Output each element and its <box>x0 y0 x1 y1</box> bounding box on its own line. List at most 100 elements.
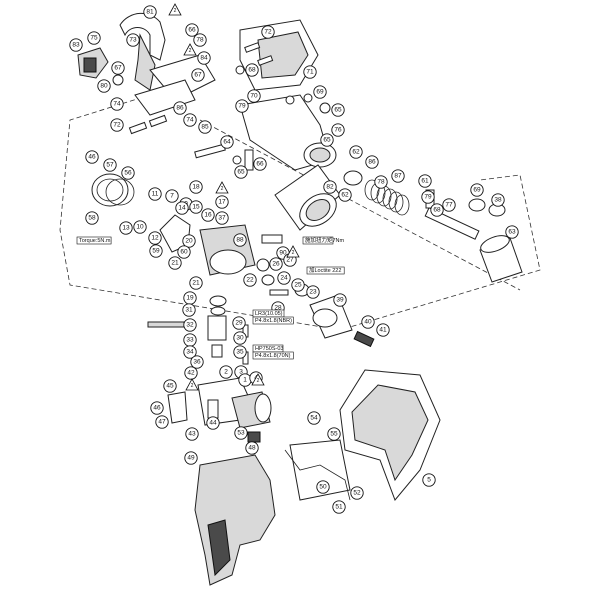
warning-w-low-1: 2 <box>251 373 265 386</box>
callout-circle <box>220 135 234 149</box>
callout-number: 49 <box>187 455 195 462</box>
callout-number: 23 <box>309 289 317 296</box>
callout-board: 55 <box>327 427 341 441</box>
callout-ring-10: 60 <box>177 245 191 259</box>
pin-set-top-b <box>257 55 274 66</box>
callout-circle <box>173 101 187 115</box>
callout-number: 30 <box>236 335 244 342</box>
callout-number: 35 <box>236 349 244 356</box>
ring-a <box>285 95 295 105</box>
callout-circle <box>198 120 212 134</box>
callout-number: 52 <box>353 490 361 497</box>
callout-number: 33 <box>186 337 194 344</box>
callout-circle <box>233 345 247 359</box>
callout-circle <box>442 198 456 212</box>
callout-circle <box>269 257 283 271</box>
callout-number: 53 <box>237 430 245 437</box>
callout-screw-6: 58 <box>85 211 99 225</box>
callout-circle <box>121 166 135 180</box>
callout-circle <box>97 79 111 93</box>
callout-number: 1 <box>243 377 247 384</box>
callout-circle <box>201 208 215 222</box>
note-text: 施加扭力矩7Nm <box>305 236 345 244</box>
callout-screw-10: 29 <box>232 316 246 330</box>
callout-number: 14 <box>178 205 186 212</box>
warning-number: 2 <box>191 383 194 389</box>
callout-cylinder-2: 39 <box>333 293 347 307</box>
callout-number: 20 <box>185 238 193 245</box>
callout-circle <box>233 331 247 345</box>
callout-circle <box>349 145 363 159</box>
nut-a <box>319 102 331 114</box>
callout-pin-set-top: 72 <box>261 25 275 39</box>
callout-washer-6: 14 <box>175 201 189 215</box>
callout-housing: 76 <box>331 123 345 137</box>
callout-pin-3: 85 <box>198 120 212 134</box>
callout-circle <box>183 318 197 332</box>
note-text: 加Loctite 222 <box>309 266 341 274</box>
callout-number: 5 <box>427 477 431 484</box>
callout-number: 21 <box>192 280 200 287</box>
callout-circle <box>323 180 337 194</box>
callout-circle <box>148 187 162 201</box>
pin-3 <box>194 143 226 159</box>
callout-number: 18 <box>192 184 200 191</box>
callout-pin-8: 25 <box>291 278 305 292</box>
callout-cylinder: 63 <box>505 225 519 239</box>
callout-circle <box>391 169 405 183</box>
callout-shaft: 77 <box>442 198 456 212</box>
callout-circle <box>327 427 341 441</box>
callout-motor-block: 1 <box>238 373 252 387</box>
piston <box>207 315 227 341</box>
callout-pin-10: 47 <box>155 415 169 429</box>
callout-spacer: 70 <box>247 89 261 103</box>
callout-number: 67 <box>194 72 202 79</box>
callout-number: 40 <box>364 319 372 326</box>
callout-number: 68 <box>433 207 441 214</box>
callout-valve-2: 34 <box>183 345 197 359</box>
callout-spring-2: 87 <box>391 169 405 183</box>
callout-circle <box>193 33 207 47</box>
callout-circle <box>247 89 261 103</box>
callout-switch: 44 <box>206 416 220 430</box>
callout-circle <box>119 221 133 235</box>
callout-washer-2: 74 <box>110 97 124 111</box>
oring-2 <box>210 306 226 316</box>
callout-circle <box>232 316 246 330</box>
callout-button: 53 <box>234 426 248 440</box>
washer-c <box>303 93 313 103</box>
callout-number: 65 <box>334 107 342 114</box>
callout-circle <box>165 189 179 203</box>
callout-screw-9: 41 <box>376 323 390 337</box>
callout-circle <box>85 150 99 164</box>
callout-number: 15 <box>192 204 200 211</box>
callout-circle <box>177 245 191 259</box>
callout-number: 62 <box>352 149 360 156</box>
washer-b <box>235 65 245 75</box>
sleeve-end-inner <box>305 199 331 221</box>
callout-number: 69 <box>473 187 481 194</box>
callout-number: 16 <box>204 212 212 219</box>
note-box <box>76 236 112 245</box>
bracket <box>167 391 188 424</box>
screw-3 <box>232 155 242 165</box>
warning-number: 2 <box>292 250 295 256</box>
callout-number: 3 <box>239 369 243 376</box>
callout-pin-set-bottom: 72 <box>110 118 124 132</box>
callout-circle <box>189 180 203 194</box>
callout-ring-12: 24 <box>277 271 291 285</box>
callout-number: 46 <box>88 154 96 161</box>
callout-plate: 86 <box>173 101 187 115</box>
callout-circle <box>320 133 334 147</box>
warning-triangle <box>251 373 265 386</box>
callout-number: 28 <box>274 305 282 312</box>
callout-screw: 73 <box>126 33 140 47</box>
callout-number: 72 <box>113 122 121 129</box>
note-box <box>302 236 334 245</box>
cylinder-top <box>480 235 510 253</box>
callout-seal: 62 <box>349 145 363 159</box>
callout-pin-2: 68 <box>245 63 259 77</box>
housing-right-inner <box>351 384 429 482</box>
callout-screw-2: 65 <box>331 103 345 117</box>
